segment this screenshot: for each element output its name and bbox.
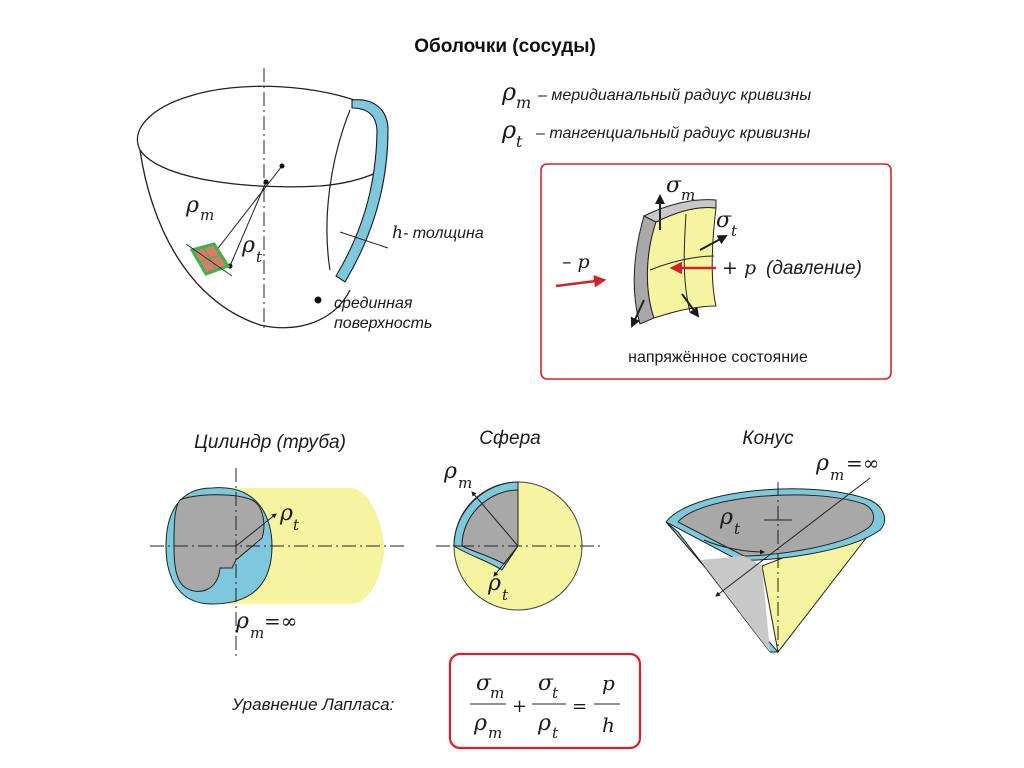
- sigma-m-arrow-down: [630, 299, 645, 328]
- legend-rho-t-subscript: t: [516, 132, 523, 151]
- cylinder-rho-m-infinity: =∞: [264, 609, 297, 633]
- center-t-point: [263, 179, 269, 185]
- sphere-rho-m-line: [471, 491, 519, 547]
- laplace-equation: Уравнение Лапласа: σ m ρ m + σ t ρ t = p…: [231, 652, 642, 750]
- cone-interior: [677, 494, 874, 557]
- sigma-m-subscript: m: [681, 186, 695, 204]
- cylinder-rho-m-symbol: ρ: [235, 609, 249, 634]
- cone-rho-t-subscript: t: [734, 520, 741, 538]
- laplace-sigma-t-symbol: σ: [538, 671, 554, 696]
- stress-state-caption: напряжённое состояние: [628, 349, 808, 366]
- stress-state-panel: σ m σ t – p + p (давление) напряжённое с…: [540, 163, 892, 380]
- legend-rho-m-text: – меридианальный радиус кривизны: [537, 87, 811, 104]
- cone-rho-m-line: [715, 477, 871, 597]
- laplace-plus: +: [512, 696, 527, 717]
- laplace-sigma-m-subscript: m: [490, 684, 504, 702]
- vessel-cut-edge: [326, 109, 351, 271]
- pressure-label: (давление): [766, 258, 862, 279]
- sigma-t-symbol: σ: [716, 208, 732, 233]
- laplace-rho-t-subscript: t: [552, 724, 559, 742]
- sphere-illustration: Сфера ρ m ρ t: [436, 428, 600, 611]
- vessel-wall-section: [335, 99, 389, 283]
- sigma-t-subscript: t: [731, 222, 738, 240]
- midsurface-label-line2: поверхность: [334, 315, 432, 332]
- rho-t-line: [229, 181, 267, 267]
- cone-rho-m-infinity: =∞: [846, 451, 879, 475]
- curvature-legend: ρ m – меридианальный радиус кривизны ρ t…: [501, 78, 811, 151]
- vessel-body: [139, 149, 351, 329]
- vessel-rho-m-symbol: ρ: [185, 193, 199, 218]
- cone-rho-m-symbol: ρ: [815, 451, 829, 476]
- legend-rho-t-symbol: ρ: [501, 116, 516, 144]
- thickness-dimension-line: [339, 231, 389, 249]
- laplace-sigma-t-subscript: t: [552, 684, 559, 702]
- cylinder-rho-t-line: [235, 513, 277, 547]
- page-title: Оболочки (сосуды): [414, 36, 596, 57]
- sigma-t-arrow-down-right: [681, 293, 700, 318]
- sigma-t-arrow-right: [699, 235, 728, 251]
- thickness-label: - толщина: [403, 225, 484, 242]
- laplace-rho-m-symbol: ρ: [473, 711, 487, 736]
- sphere-rho-t-subscript: t: [502, 586, 509, 604]
- cylinder-illustration: Цилиндр (труба) ρ t ρ m =∞: [150, 432, 408, 660]
- cone-rho-t-line: [703, 539, 765, 555]
- laplace-label: Уравнение Лапласа:: [231, 695, 395, 714]
- cylinder-rho-m-subscript: m: [250, 624, 264, 642]
- legend-rho-m-subscript: m: [516, 93, 531, 112]
- sphere-rho-m-symbol: ρ: [443, 459, 457, 484]
- laplace-rho-m-subscript: m: [488, 724, 502, 742]
- laplace-h: h: [602, 713, 615, 737]
- cylinder-rho-t-symbol: ρ: [279, 501, 293, 526]
- stress-state-frame: [540, 163, 892, 380]
- laplace-sigma-m-symbol: σ: [476, 671, 492, 696]
- vessel-illustration: ρ m ρ t h - толщина срединная поверхност…: [136, 68, 484, 332]
- rho-m-line: [211, 165, 283, 257]
- legend-rho-t-text: – тангенциальный радиус кривизны: [535, 125, 811, 142]
- cone-title: Конус: [742, 428, 794, 449]
- cylinder-rho-t-subscript: t: [293, 516, 300, 534]
- vessel-rho-t-symbol: ρ: [241, 233, 255, 258]
- surface-element-patch: [185, 242, 233, 277]
- laplace-equals: =: [572, 696, 587, 717]
- vessel-rho-m-subscript: m: [200, 206, 214, 224]
- stress-element-top: [642, 199, 717, 223]
- cone-rho-t-symbol: ρ: [719, 505, 733, 530]
- stress-element-parallel: [649, 255, 715, 271]
- laplace-p: p: [602, 671, 615, 695]
- cone-rho-m-subscript: m: [830, 466, 844, 484]
- vessel-rim: [136, 85, 379, 188]
- thickness-h-symbol: h: [392, 223, 403, 243]
- sphere-rho-t-line: [493, 545, 519, 577]
- plus-p-label: + p: [722, 257, 756, 279]
- laplace-rho-t-symbol: ρ: [537, 711, 551, 736]
- sigma-m-symbol: σ: [666, 173, 682, 198]
- minus-p-label: – p: [562, 251, 590, 273]
- vessel-rho-t-subscript: t: [256, 248, 263, 266]
- cylinder-title: Цилиндр (труба): [194, 432, 346, 453]
- sphere-rho-t-symbol: ρ: [487, 571, 501, 596]
- cone-inner-face: [700, 556, 770, 652]
- midsurface-point: [314, 296, 322, 304]
- sphere-title: Сфера: [479, 428, 541, 449]
- legend-rho-m-symbol: ρ: [501, 78, 516, 106]
- cone-illustration: Конус ρ m =∞ ρ t: [665, 428, 886, 654]
- pressure-minus-arrow: [555, 275, 607, 288]
- midsurface-label-line1: срединная: [334, 295, 413, 312]
- sphere-rho-m-subscript: m: [458, 474, 472, 492]
- stress-element-face: [647, 207, 717, 319]
- laplace-frame: [448, 652, 642, 750]
- center-m-point: [279, 163, 285, 169]
